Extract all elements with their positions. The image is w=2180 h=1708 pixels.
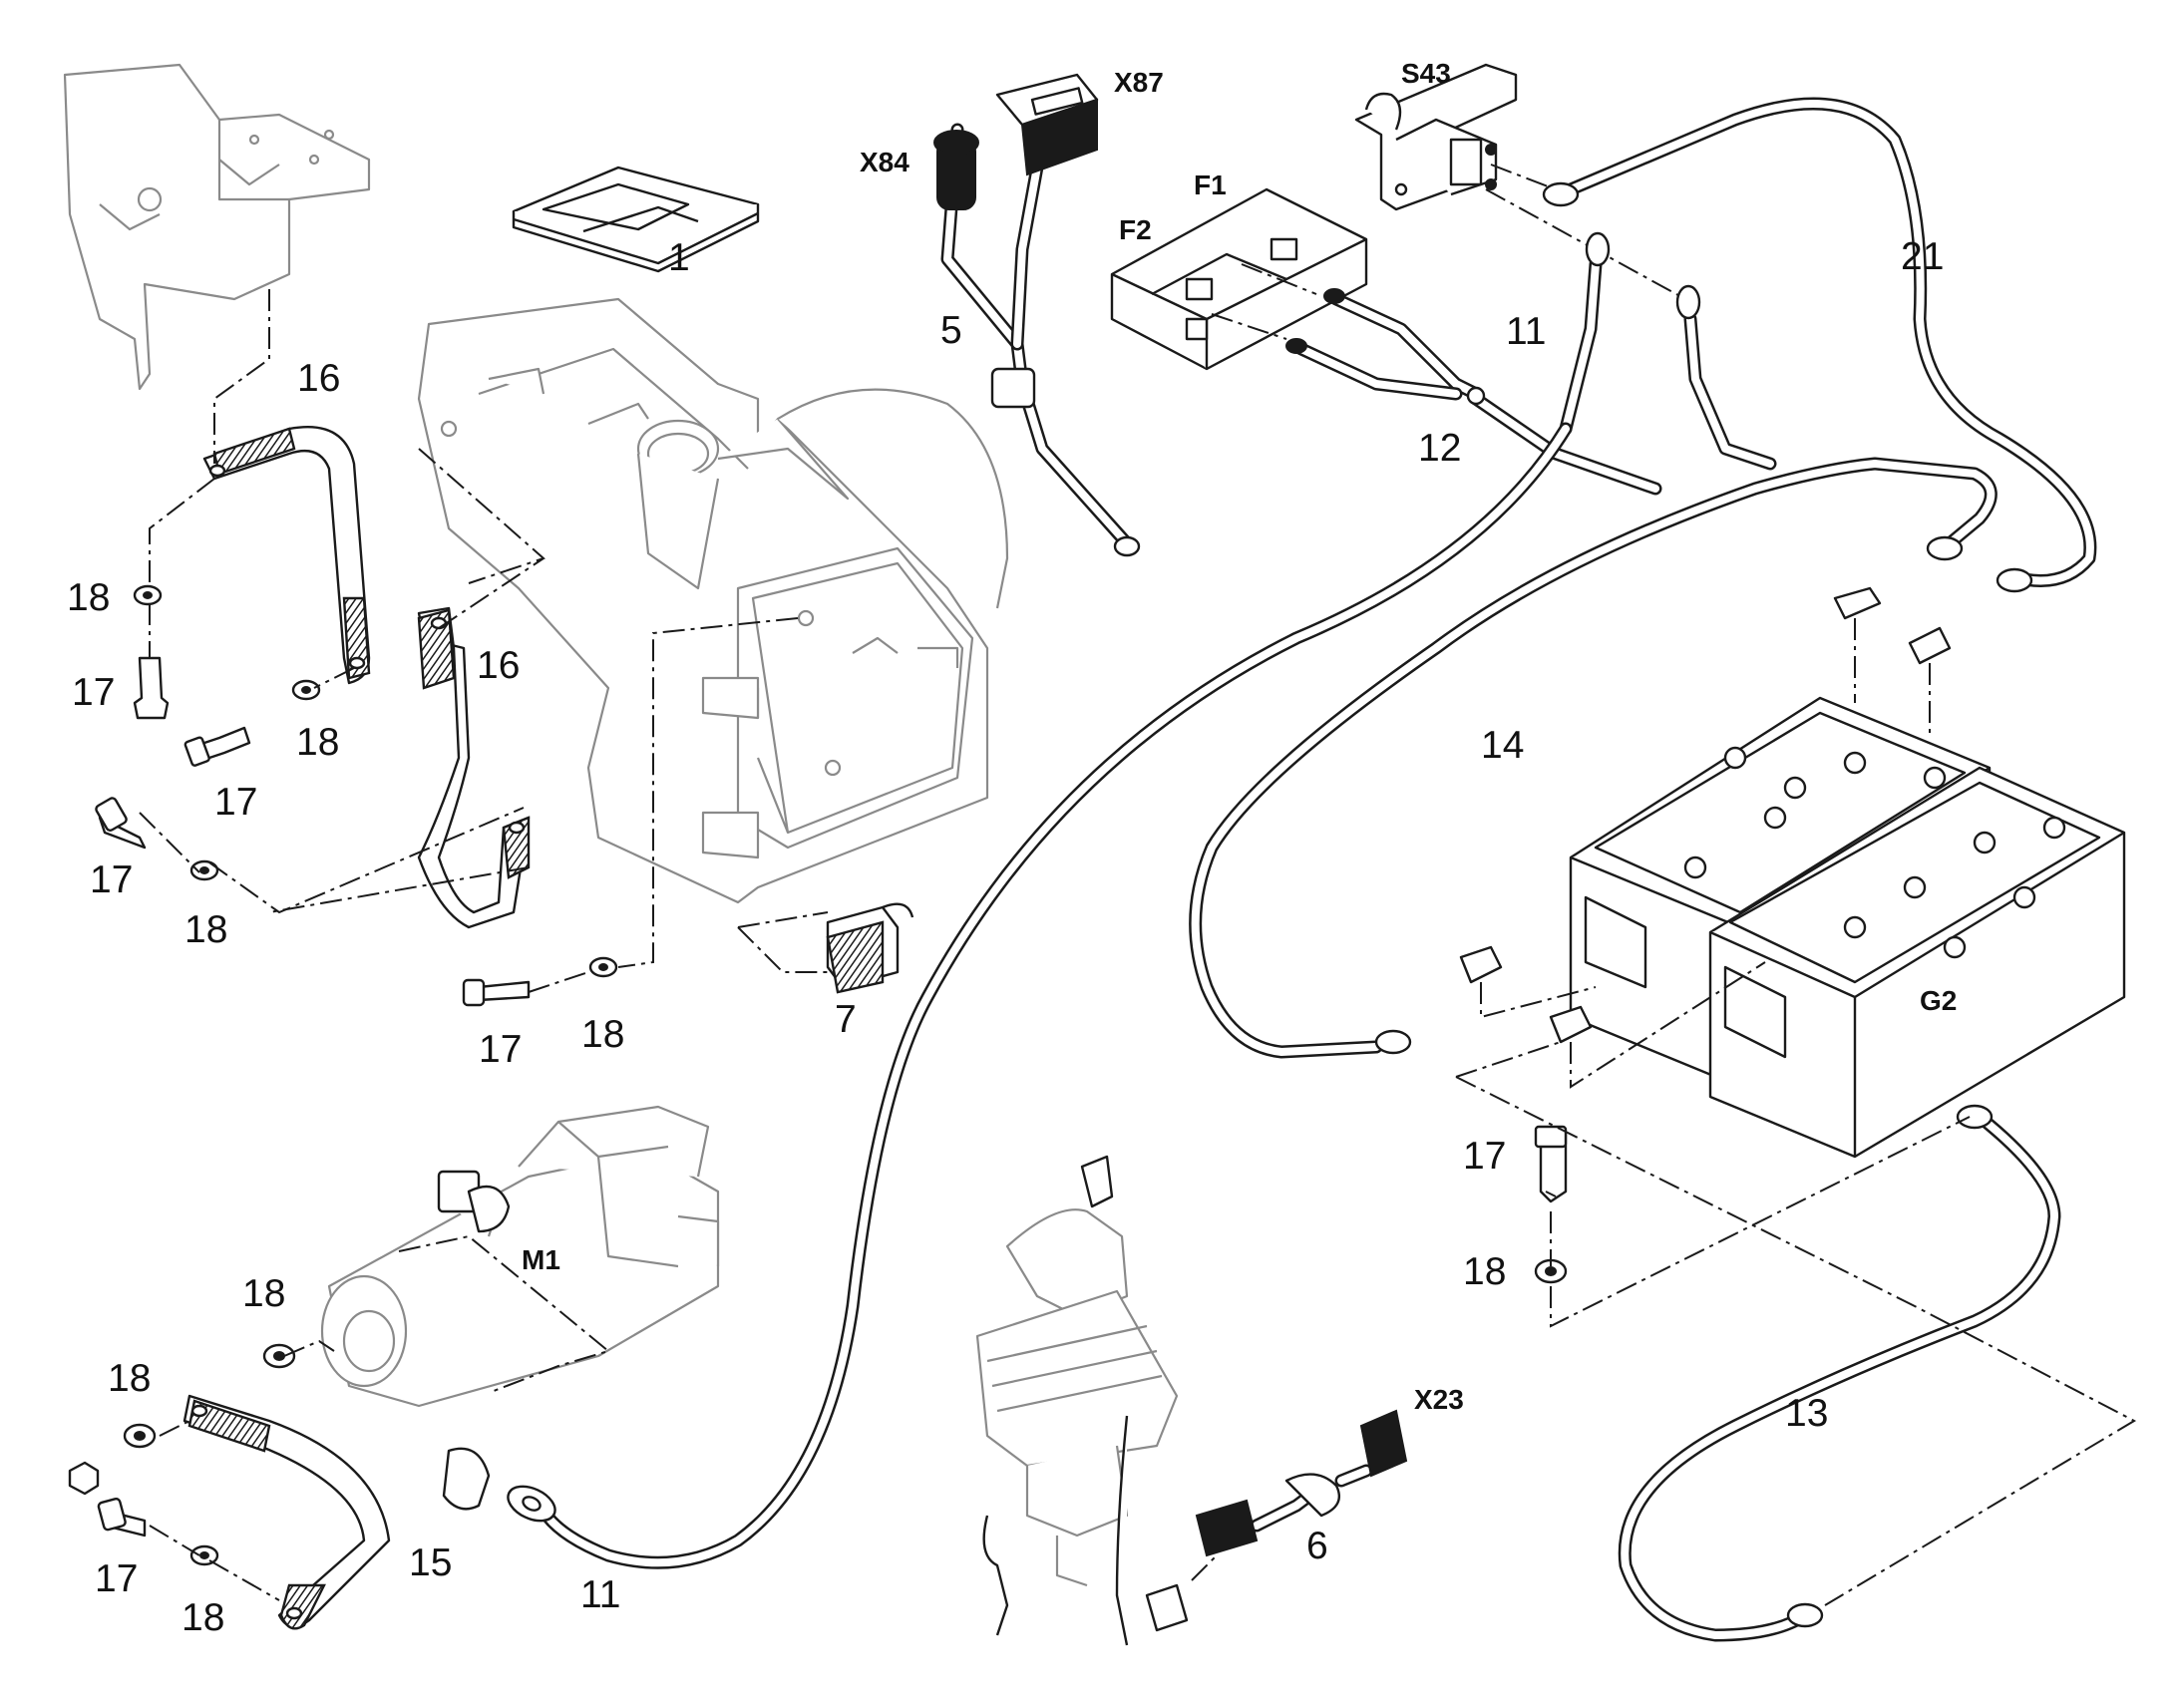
fuse-holder-f1-f2	[1110, 187, 1368, 371]
callout-1: 1	[668, 236, 690, 279]
callout-16-top: 16	[297, 357, 340, 400]
cable-14	[1189, 457, 1998, 1059]
starter-motor-m1	[320, 1105, 720, 1408]
ground-strap-15	[182, 1394, 391, 1630]
code-g2: G2	[1920, 985, 1957, 1016]
callout-7: 7	[835, 998, 857, 1041]
cable-13	[1618, 1104, 2061, 1642]
callout-18-b: 18	[296, 721, 339, 764]
ground-strap-16-top	[202, 426, 371, 685]
code-m1: M1	[522, 1244, 560, 1275]
callout-labels: 1 5 6 7 11 11 12 13 14 15 16 16 17 17 17…	[67, 235, 1944, 1639]
callout-14: 14	[1481, 724, 1524, 767]
cable-11-top	[1559, 231, 1777, 471]
switch-s43	[1354, 63, 1686, 300]
callout-16-mid: 16	[477, 644, 520, 687]
callout-6: 6	[1306, 1525, 1328, 1567]
callout-17-e: 17	[95, 1557, 138, 1600]
callout-17-f: 17	[1463, 1135, 1506, 1178]
callout-18-h: 18	[1463, 1250, 1506, 1293]
callout-17-a: 17	[72, 671, 115, 714]
callout-13: 13	[1785, 1392, 1828, 1435]
battery-box-housing	[417, 297, 1009, 904]
callout-17-c: 17	[90, 858, 133, 901]
code-x84: X84	[860, 147, 909, 177]
joystick-assembly	[975, 1155, 1179, 1646]
fasteners	[68, 584, 1568, 1566]
callout-12: 12	[1418, 427, 1461, 470]
callout-18-f: 18	[108, 1357, 151, 1400]
code-x23: X23	[1414, 1384, 1464, 1415]
component-codes: X84 X87 S43 F1 F2 M1 G2 X23	[522, 58, 1957, 1415]
callout-11-bottom: 11	[580, 1573, 621, 1616]
callout-17-d: 17	[479, 1028, 522, 1071]
callout-17-b: 17	[214, 781, 257, 824]
callout-18-e: 18	[242, 1272, 285, 1315]
callout-11-top: 11	[1506, 310, 1547, 353]
harness-x84-x87	[933, 73, 1141, 557]
cable-21	[1542, 97, 2097, 593]
code-s43: S43	[1401, 58, 1451, 89]
callout-18-a: 18	[67, 576, 110, 619]
callout-21: 21	[1901, 235, 1944, 278]
code-x87: X87	[1114, 67, 1164, 98]
code-f1: F1	[1194, 170, 1227, 200]
callout-18-d: 18	[581, 1013, 624, 1056]
harness-6-x23	[1145, 1409, 1408, 1632]
code-f2: F2	[1119, 214, 1152, 245]
switch-7	[737, 902, 914, 994]
manual-booklet	[512, 166, 760, 273]
callout-5: 5	[940, 309, 962, 352]
callout-18-c: 18	[184, 908, 227, 951]
callout-15: 15	[409, 1541, 452, 1584]
frame-bracket	[63, 63, 371, 391]
cable-11-long	[442, 422, 1573, 1569]
batteries-g2	[1459, 586, 2126, 1159]
callout-18-g: 18	[182, 1596, 224, 1639]
leader-lines	[139, 289, 2137, 1606]
